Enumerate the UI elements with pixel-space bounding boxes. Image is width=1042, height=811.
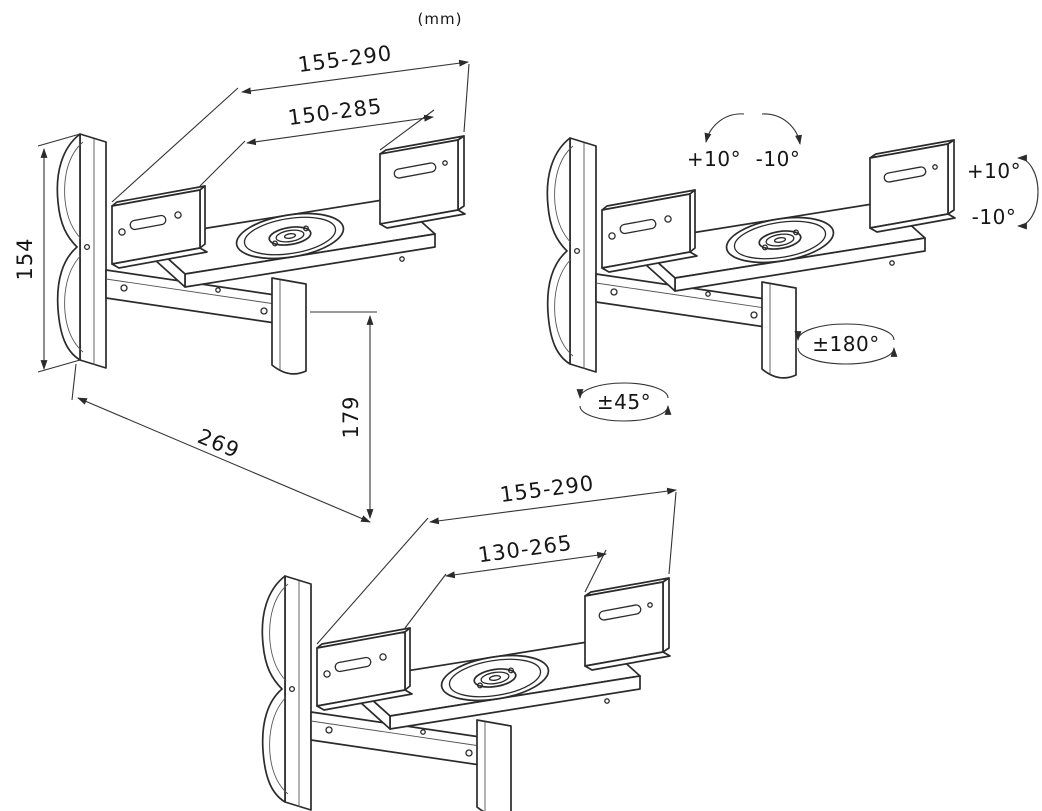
bracket-side-view [56,133,466,375]
tilt-down-arrow-icon [761,113,802,145]
bracket-motion-view [546,137,956,379]
dim-outer-width: 155-290 [297,41,394,77]
dim-inner-width: 150-285 [287,94,384,130]
label-tilt-side-negative: -10° [972,205,1017,229]
label-swivel-wall: ±45° [597,390,651,414]
dim-wall-plate-height: 154 [13,237,37,280]
side-tilt-arrow-icon [1017,154,1039,230]
label-tilt-top-negative: -10° [756,147,801,171]
tilt-up-arrow-icon [704,113,745,143]
dims-side-view: 154 155-290 150-285 269 179 [13,41,470,523]
dim-drop-height: 179 [339,395,363,438]
bracket-bottom-view [261,575,671,811]
unit-note: (mm) [418,10,463,28]
motion-annotations: +10° -10° +10° -10° ±180° ±45° [576,113,1039,422]
label-tilt-side-positive: +10° [967,159,1021,183]
swivel-wall-arrow-icon [576,382,669,399]
swivel-joint-arrow-icon [797,347,898,365]
swivel-wall-arrow-icon [579,405,672,422]
dim-bottom-inner-width: 130-265 [476,531,573,568]
label-tilt-top-positive: +10° [687,147,741,171]
dim-bottom-outer-width: 155-290 [499,471,596,507]
swivel-joint-arrow-icon [794,323,895,341]
label-swivel-joint: ±180° [812,332,879,356]
